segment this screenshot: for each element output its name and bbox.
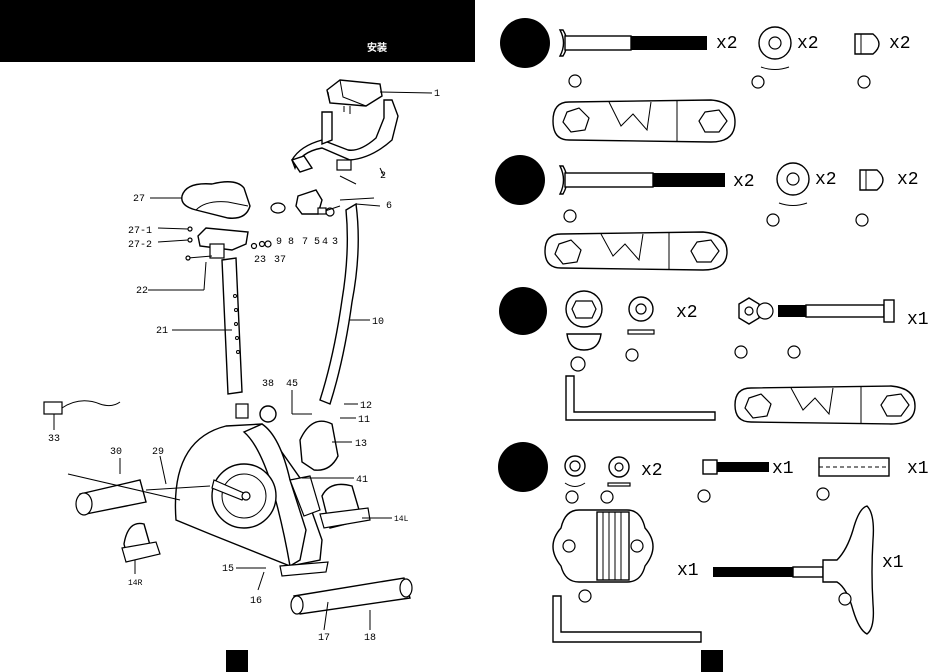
label-part-33: 33 [48,434,60,445]
label-part-45: 45 [286,379,298,390]
page-marker-left [226,650,248,672]
label-part-22: 22 [136,286,148,297]
label-part-9: 9 [276,237,282,248]
label-part-4: 4 [322,237,328,248]
step-3-washer [626,297,654,361]
step-1-nut-qty: x2 [889,34,911,54]
seat-post-part [222,258,242,394]
step-1-carriage-bolt [560,30,707,87]
step-3-hex-bolt [735,298,894,358]
step-2-washer-qty: x2 [815,170,837,190]
label-part-8: 8 [288,237,294,248]
step-4-sleeve [817,458,889,500]
step-2-cap-nut [856,170,883,226]
bracket-hardware [271,176,374,216]
step-1-washer [752,27,791,88]
step-1-group: x2 x2 x2 [500,18,911,142]
label-part-10: 10 [372,317,384,328]
hardware-steps-diagram: x2 x2 x2 [475,0,950,672]
seat-part [182,182,250,219]
label-part-27-2: 27-2 [128,240,152,251]
step-1-bolt-qty: x2 [716,34,738,54]
page-marker-right [701,650,723,672]
step-3-wrench [735,386,915,424]
label-part-15: 15 [222,564,234,575]
label-part-3: 3 [332,237,338,248]
sensor-part [44,401,120,414]
label-part-38: 38 [262,379,274,390]
step-2-badge [495,155,545,205]
handlebar-part [292,100,398,172]
step-4-screw-qty: x1 [772,459,794,479]
label-part-37: 37 [274,255,286,266]
step-4-seat-bracket [553,510,653,602]
step-4-socket-screw [698,460,769,502]
pedal-right-part [122,523,160,562]
step-4-knob-bolt [713,506,873,634]
step-1-wrench [553,100,735,142]
step-2-bolt-qty: x2 [733,172,755,192]
label-part-21: 21 [156,326,168,337]
step-4-knob-qty: x1 [882,553,904,573]
front-stabilizer-part [280,562,412,614]
label-part-27: 27 [133,194,145,205]
main-frame-part [175,421,338,566]
label-part-16: 16 [250,596,262,607]
step-4-washer [601,457,630,503]
label-part-2: 2 [380,171,386,182]
step-3-bolt-qty: x1 [907,310,929,330]
label-part-18: 18 [364,633,376,644]
step-4-sleeve-qty: x1 [907,459,929,479]
label-part-13: 13 [355,439,367,450]
step-4-badge [498,442,548,492]
label-part-41: 41 [356,475,368,486]
step-3-washer-qty: x2 [676,303,698,323]
step-4-allen-key [553,596,701,642]
step-2-nut-qty: x2 [897,170,919,190]
step-2-group: x2 x2 x2 [495,155,919,270]
leader-lines [54,92,432,630]
left-page: 安装 [0,0,475,672]
step-4-washer-qty: x2 [641,461,663,481]
label-part-1: 1 [434,89,440,100]
step-3-badge [499,287,547,335]
label-part-29: 29 [152,447,164,458]
pedal-left-part [320,484,370,528]
console-part [327,80,382,114]
step-4-spring-washer [565,456,585,503]
step-1-cap-nut [855,34,879,88]
label-part-14r: 14R [128,579,143,588]
step-3-large-nut [566,291,602,371]
front-post-part [320,204,358,404]
label-part-11: 11 [358,415,370,426]
label-part-7: 7 [302,237,308,248]
label-part-6: 6 [386,201,392,212]
exploded-bike-diagram: 1 2 6 9 8 7 5 4 3 27 27-1 27-2 23 37 22 … [0,0,475,672]
label-part-17: 17 [318,633,330,644]
step-1-washer-qty: x2 [797,34,819,54]
label-part-23: 23 [254,255,266,266]
step-3-allen-key [566,376,715,420]
step-1-badge [500,18,550,68]
label-part-12: 12 [360,401,372,412]
label-part-5: 5 [314,237,320,248]
step-2-washer [767,163,809,226]
step-4-bracket-qty: x1 [677,561,699,581]
step-4-group: x2 x1 x1 [498,442,929,642]
right-page: x2 x2 x2 [475,0,950,672]
label-part-30: 30 [110,447,122,458]
label-part-27-1: 27-1 [128,226,152,237]
label-part-14l: 14L [394,515,409,524]
knob-part [236,404,276,422]
step-2-carriage-bolt [560,166,725,222]
step-2-wrench [545,232,727,270]
step-3-group: x2 x1 [499,287,929,424]
